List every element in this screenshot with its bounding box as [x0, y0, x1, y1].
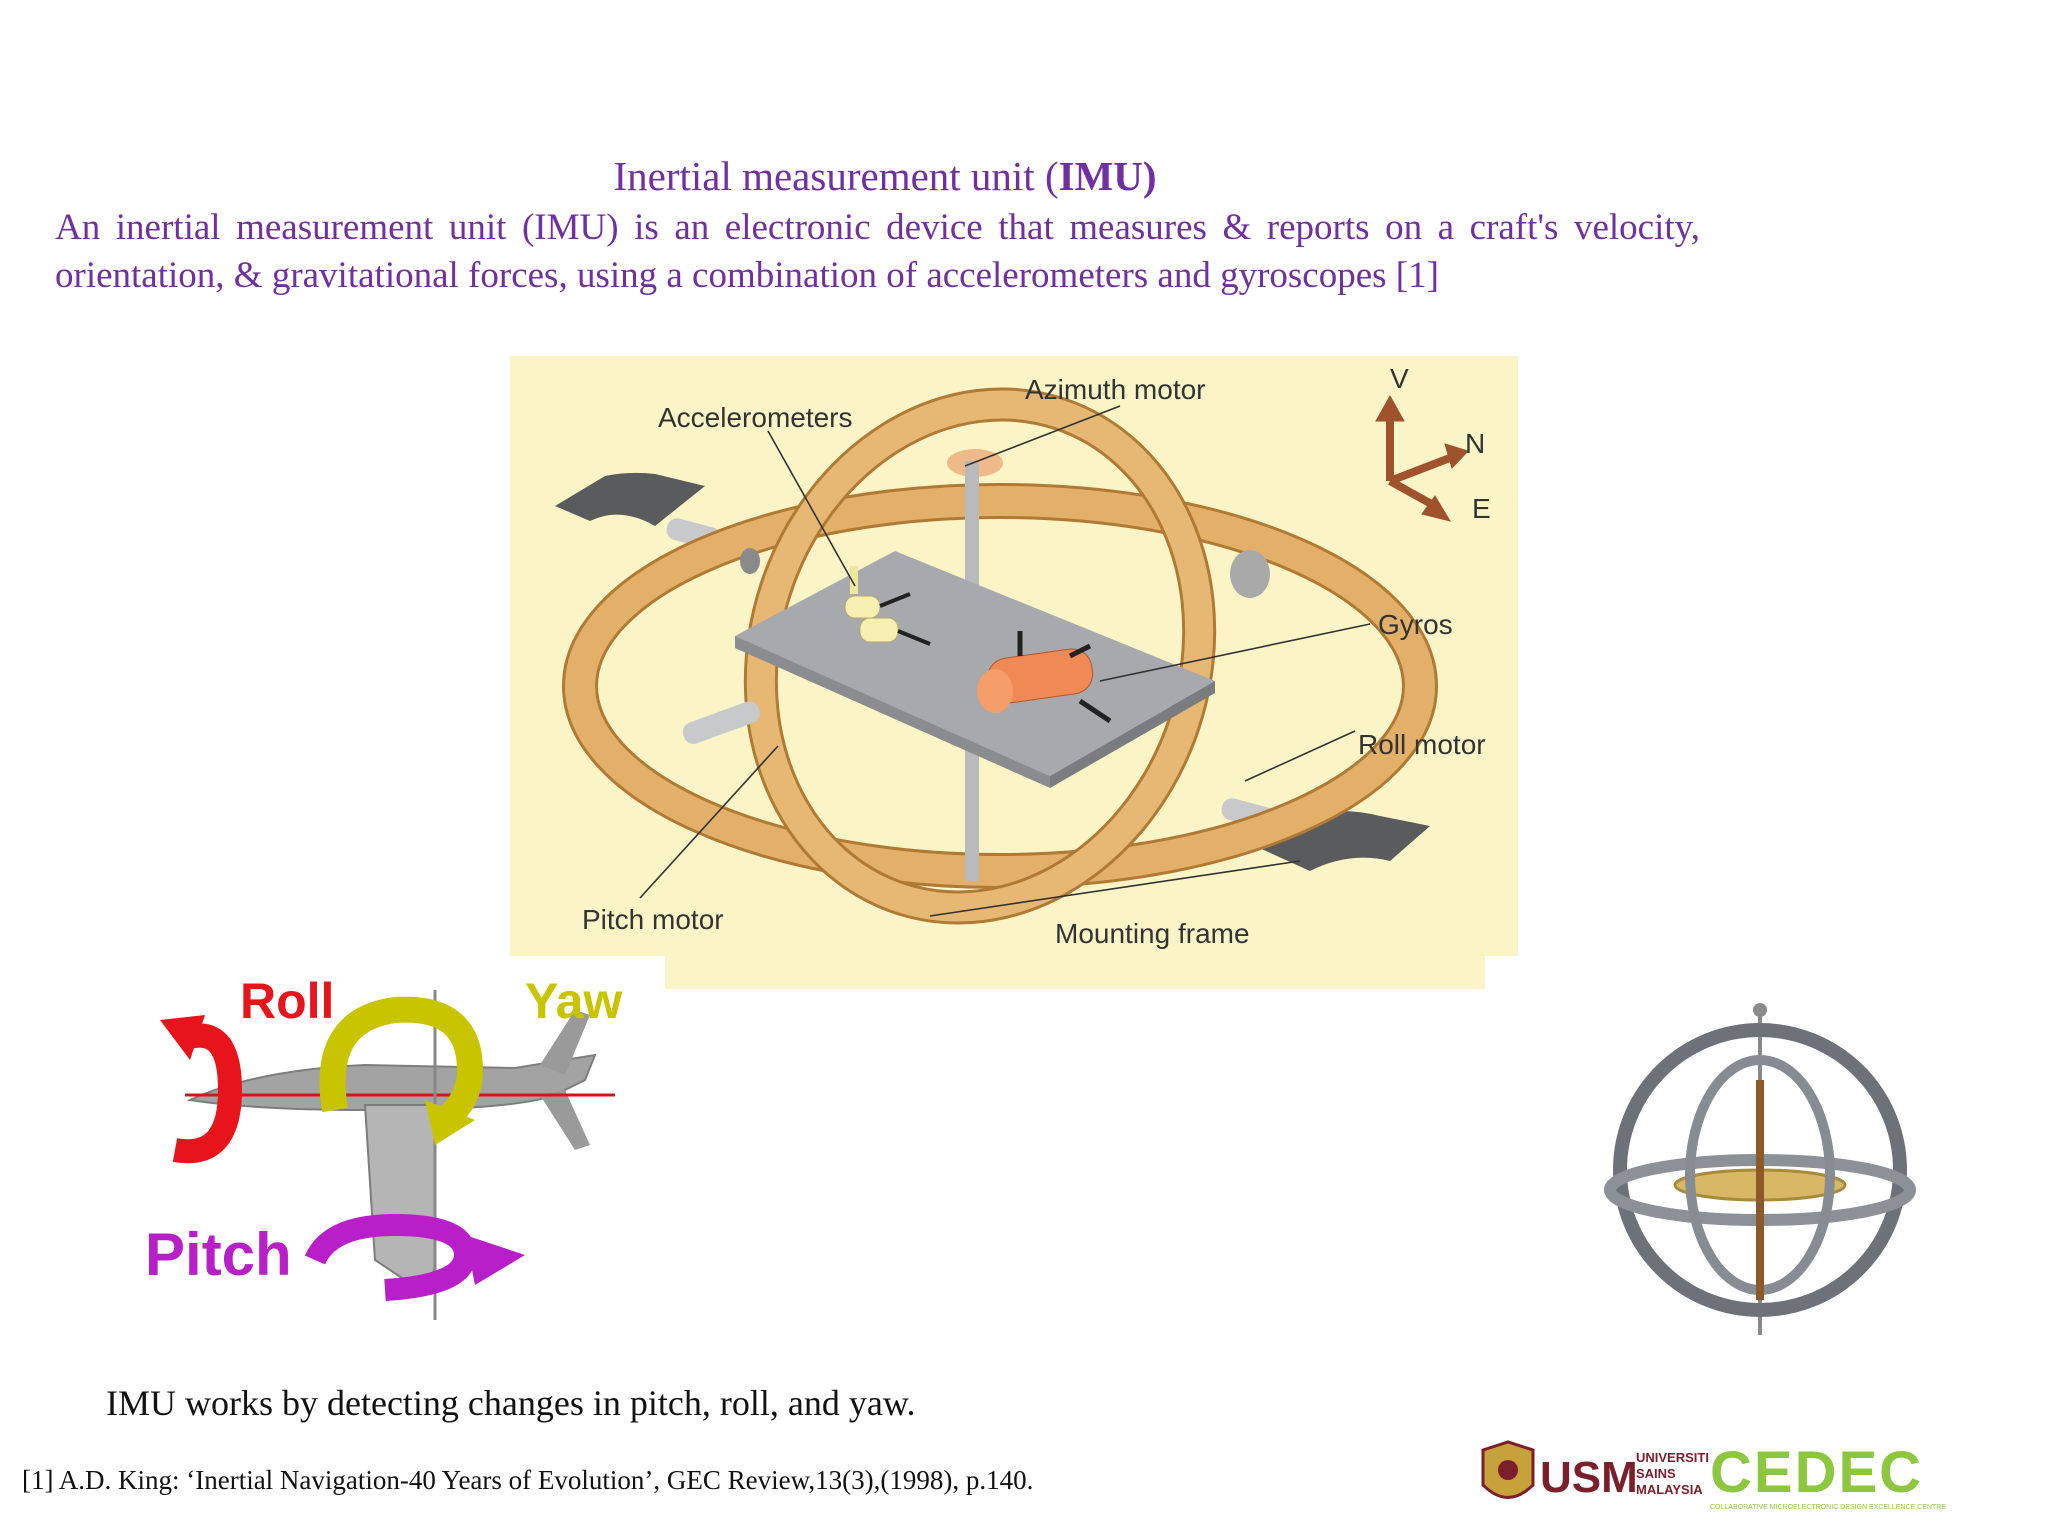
- pitch-rotation-arrow: [304, 1213, 477, 1301]
- caption: IMU works by detecting changes in pitch,…: [106, 1383, 916, 1423]
- middle-gimbal-ring: [746, 390, 1214, 922]
- label-gyros: Gyros: [1378, 609, 1453, 640]
- axis-label-e: E: [1472, 493, 1491, 524]
- label-pitch: Pitch: [145, 1221, 292, 1288]
- gyroscope-outer-gimbal: [1613, 1023, 1907, 1317]
- roll-rotation-arrow: [172, 1023, 243, 1164]
- outer-gimbal-ring: [565, 486, 1435, 886]
- axis-label-n: N: [1465, 428, 1485, 459]
- roll-pitch-yaw-diagram: Roll Yaw Pitch: [145, 973, 622, 1320]
- label-accelerometers: Accelerometers: [658, 402, 853, 433]
- cedec-logo-text: CEDEC: [1710, 1440, 1923, 1505]
- label-azimuth-motor: Azimuth motor: [1025, 374, 1206, 405]
- leader-lines: [639, 405, 1371, 917]
- usm-sub-line-2: SAINS: [1636, 1466, 1676, 1481]
- slide-title-bold: IMU): [1058, 153, 1157, 199]
- usm-crest-logo: [1481, 1440, 1535, 1499]
- yaw-rotation-arrow: [319, 996, 484, 1131]
- cedec-tagline: COLLABORATIVE MICROELECTRONIC DESIGN EXC…: [1710, 1504, 1946, 1511]
- accelerometers-cluster: [844, 566, 931, 646]
- slide-title-main: Inertial measurement unit (: [613, 153, 1059, 199]
- diagram-background-lower: [665, 956, 1485, 989]
- azimuth-bearing-right: [1230, 550, 1270, 598]
- gyroscope-rotor-axle: [1756, 1080, 1764, 1300]
- label-mounting-frame: Mounting frame: [1055, 918, 1250, 949]
- label-pitch-motor: Pitch motor: [582, 904, 724, 935]
- slide-title: Inertial measurement unit (IMU): [0, 152, 1770, 200]
- axis-label-v: V: [1390, 363, 1409, 394]
- label-roll: Roll: [240, 973, 334, 1029]
- label-roll-motor: Roll motor: [1358, 729, 1486, 760]
- airplane-tail-fin: [540, 1010, 590, 1075]
- imu-gimbal-diagram: Accelerometers Azimuth motor Gyros Roll …: [510, 356, 1518, 989]
- usm-logo-text: USM: [1540, 1453, 1638, 1502]
- airplane-fuselage: [186, 1053, 597, 1112]
- airplane-tail-lower: [540, 1090, 590, 1150]
- gyros-cluster: [977, 631, 1112, 724]
- orientation-axes-icon: [1375, 394, 1469, 522]
- gyroscope-illustration: [1604, 1003, 1916, 1335]
- pitch-axle: [682, 701, 760, 744]
- airplane-wing: [363, 1104, 436, 1284]
- slide-description: An inertial measurement unit (IMU) is an…: [55, 207, 1700, 296]
- reference-citation: [1] A.D. King: ‘Inertial Navigation-40 Y…: [22, 1465, 1034, 1495]
- label-yaw: Yaw: [525, 973, 622, 1029]
- ring-bearing-left: [740, 548, 760, 574]
- footer-logos: USM UNIVERSITI SAINS MALAYSIA CEDEC COLL…: [1481, 1440, 1946, 1511]
- usm-sub-line-3: MALAYSIA: [1636, 1482, 1703, 1497]
- usm-sub-line-1: UNIVERSITI: [1636, 1450, 1709, 1465]
